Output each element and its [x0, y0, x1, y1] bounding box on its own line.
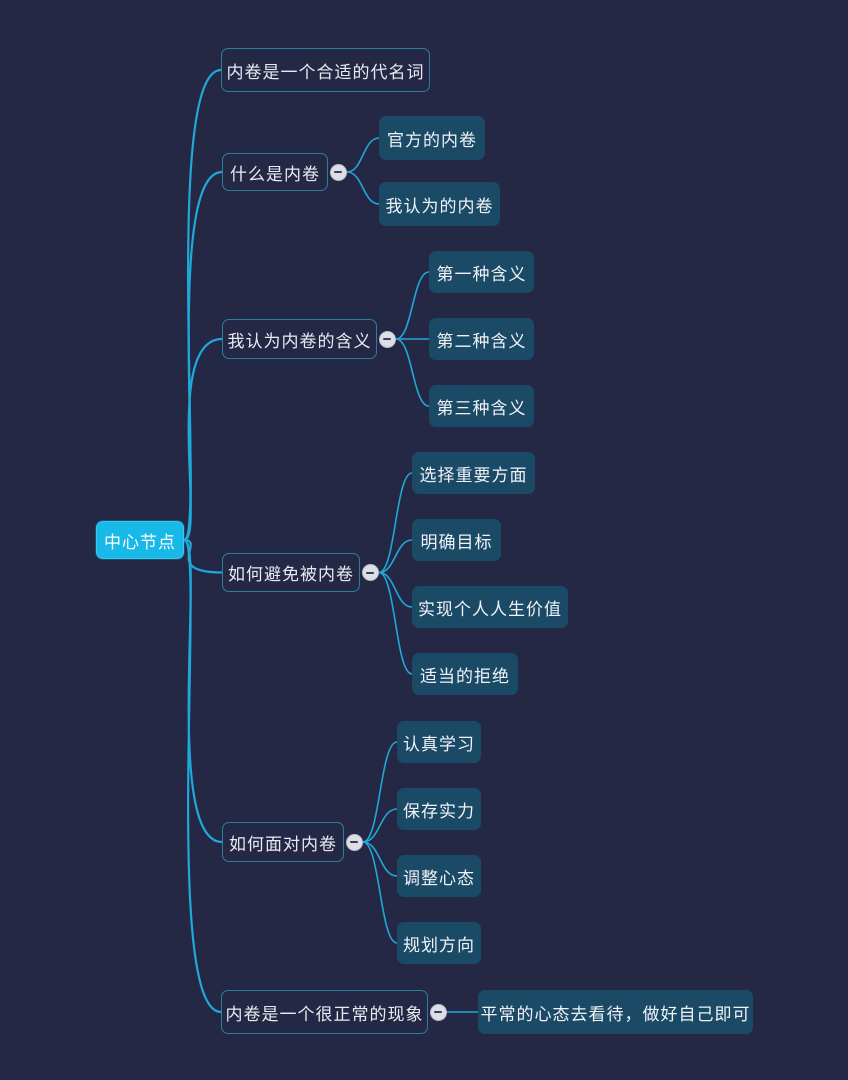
collapse-toggle-5[interactable]	[429, 1003, 447, 1021]
minus-icon	[350, 841, 358, 843]
branch-node-3[interactable]: 如何避免被内卷	[222, 553, 360, 592]
connector-path	[362, 841, 398, 877]
child-node-2-2[interactable]: 第三种含义	[429, 385, 534, 427]
connector-path	[362, 841, 398, 944]
node-label: 我认为的内卷	[385, 196, 494, 216]
branch-node-0[interactable]: 内卷是一个合适的代名词	[221, 48, 430, 92]
node-label: 规划方向	[403, 935, 475, 955]
collapse-toggle-3[interactable]	[361, 564, 379, 581]
connector-path	[378, 539, 413, 574]
minus-icon	[366, 571, 374, 574]
node-label: 我认为内卷的含义	[227, 331, 372, 351]
connector-path	[378, 571, 413, 608]
child-node-3-3[interactable]: 适当的拒绝	[412, 653, 518, 695]
child-node-3-0[interactable]: 选择重要方面	[412, 452, 535, 494]
branch-node-2[interactable]: 我认为内卷的含义	[222, 319, 377, 359]
node-label: 实现个人人生价值	[418, 599, 562, 619]
child-node-2-1[interactable]: 第二种含义	[429, 318, 534, 360]
connector-path	[395, 338, 430, 407]
node-label: 调整心态	[403, 868, 475, 888]
branch-node-5[interactable]: 内卷是一个很正常的现象	[221, 990, 428, 1034]
node-label: 中心节点	[104, 532, 176, 552]
node-label: 第一种含义	[436, 264, 527, 284]
connector-path-root	[182, 538, 223, 1014]
connector-path-root	[182, 538, 224, 844]
connector-path	[378, 472, 413, 574]
node-label: 第三种含义	[436, 398, 527, 418]
child-node-1-1[interactable]: 我认为的内卷	[379, 182, 500, 226]
branch-node-1[interactable]: 什么是内卷	[222, 153, 328, 191]
root-node[interactable]: 中心节点	[96, 521, 184, 559]
child-node-3-1[interactable]: 明确目标	[412, 519, 501, 561]
node-label: 内卷是一个很正常的现象	[225, 1004, 424, 1024]
child-node-4-0[interactable]: 认真学习	[397, 721, 481, 763]
child-node-4-3[interactable]: 规划方向	[397, 922, 481, 964]
connector-path	[346, 171, 380, 205]
minus-icon	[383, 338, 391, 340]
node-label: 如何避免被内卷	[228, 565, 354, 584]
connector-path	[362, 741, 398, 843]
node-label: 内卷是一个合适的代名词	[226, 62, 425, 82]
node-label: 选择重要方面	[419, 465, 528, 485]
child-node-5-0[interactable]: 平常的心态去看待，做好自己即可	[478, 990, 753, 1034]
collapse-toggle-4[interactable]	[345, 833, 363, 851]
connector-path-root	[182, 337, 224, 542]
connector-path	[395, 271, 430, 340]
child-node-1-0[interactable]: 官方的内卷	[379, 116, 485, 160]
connector-path-root	[182, 68, 223, 542]
child-node-4-1[interactable]: 保存实力	[397, 788, 481, 830]
branch-node-4[interactable]: 如何面对内卷	[222, 822, 344, 862]
node-label: 平常的心态去看待，做好自己即可	[480, 1004, 751, 1024]
connector-path	[378, 571, 413, 675]
node-label: 官方的内卷	[387, 130, 477, 150]
node-label: 适当的拒绝	[420, 666, 510, 686]
node-label: 保存实力	[403, 801, 475, 821]
collapse-toggle-2[interactable]	[378, 330, 396, 348]
child-node-4-2[interactable]: 调整心态	[397, 855, 481, 897]
collapse-toggle-1[interactable]	[329, 163, 347, 181]
child-node-3-2[interactable]: 实现个人人生价值	[412, 586, 568, 628]
connector-path	[346, 137, 380, 173]
minus-icon	[434, 1011, 442, 1013]
connector-path-root	[182, 170, 224, 542]
minus-icon	[334, 171, 342, 173]
node-label: 认真学习	[403, 734, 475, 754]
node-label: 如何面对内卷	[229, 834, 337, 854]
node-label: 第二种含义	[436, 331, 527, 351]
connector-path-root	[182, 538, 224, 574]
node-label: 什么是内卷	[230, 164, 320, 184]
node-label: 明确目标	[420, 532, 493, 552]
child-node-2-0[interactable]: 第一种含义	[429, 251, 534, 293]
connector-path	[362, 808, 398, 843]
